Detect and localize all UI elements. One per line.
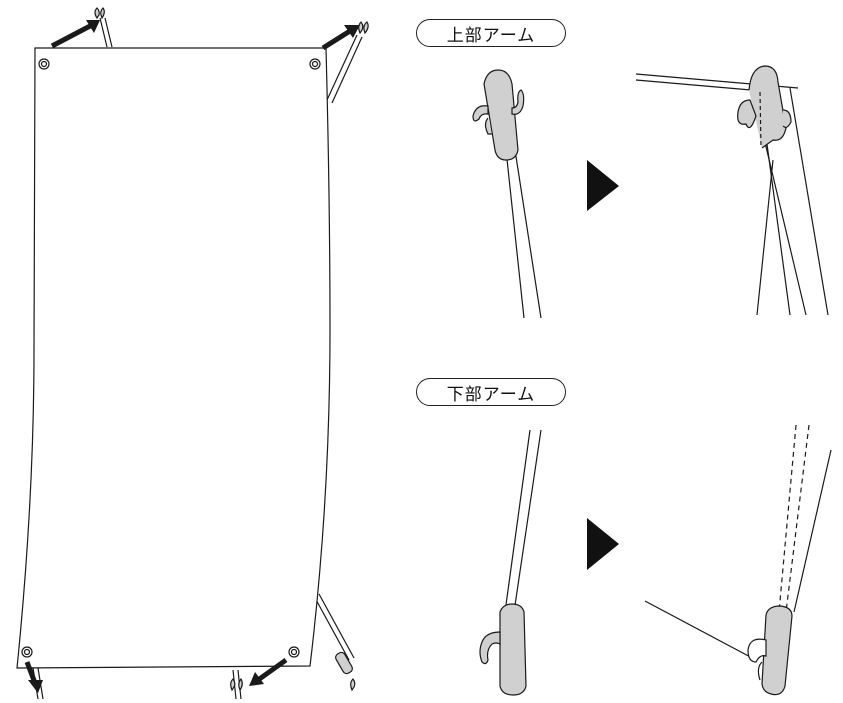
upper-arm-after — [635, 65, 829, 316]
banner-sheet — [16, 47, 331, 669]
pole-hooks — [94, 7, 369, 692]
upper-arm-label: 上部アーム — [416, 19, 566, 47]
lower-arm-after — [644, 424, 832, 696]
grommets — [21, 58, 321, 658]
lower-arm-sleeve — [499, 603, 527, 696]
step-arrow-icon — [587, 518, 619, 570]
lower-arm-before — [479, 429, 542, 696]
upper-arm-before — [472, 69, 542, 319]
lower-arm-label: 下部アーム — [416, 378, 566, 406]
frame-poles — [32, 17, 363, 700]
tension-arrows — [24, 20, 360, 693]
banner-stand — [16, 7, 369, 700]
upper-arm-sleeve — [483, 69, 519, 161]
step-arrow-icon — [587, 160, 619, 211]
